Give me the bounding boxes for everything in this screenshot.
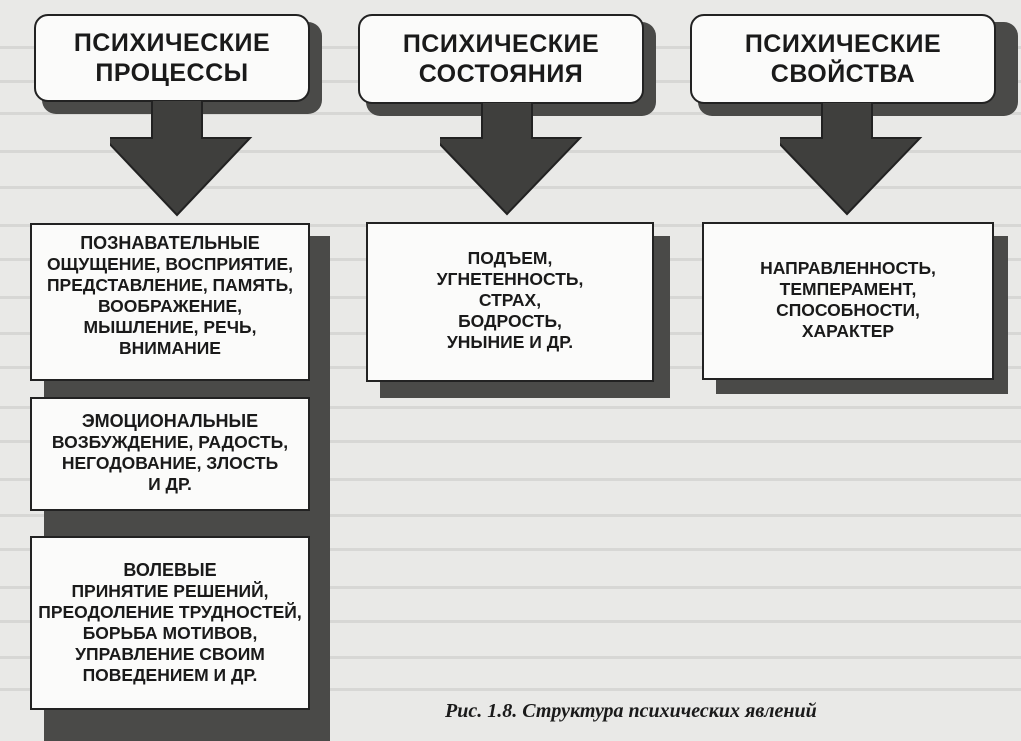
group-volitional: ВОЛЕВЫЕ ПРИНЯТИЕ РЕШЕНИЙ, ПРЕОДОЛЕНИЕ ТР… bbox=[30, 536, 310, 710]
properties-line: НАПРАВЛЕННОСТЬ, bbox=[760, 258, 936, 278]
properties-line: ХАРАКТЕР bbox=[801, 321, 895, 341]
header-states: ПСИХИЧЕСКИЕ СОСТОЯНИЯ bbox=[358, 14, 644, 104]
group-line: ОЩУЩЕНИЕ, ВОСПРИЯТИЕ, bbox=[46, 254, 294, 274]
states-line: УНЫНИЕ И ДР. bbox=[446, 332, 574, 352]
group-title: ВОЛЕВЫЕ bbox=[123, 560, 217, 580]
group-line: ПОВЕДЕНИЕМ И ДР. bbox=[82, 665, 258, 685]
group-line: БОРЬБА МОТИВОВ, bbox=[82, 623, 258, 643]
group-line: НЕГОДОВАНИЕ, ЗЛОСТЬ bbox=[61, 453, 279, 473]
down-arrow-icon bbox=[110, 100, 253, 217]
properties-box: НАПРАВЛЕННОСТЬ, ТЕМПЕРАМЕНТ, СПОСОБНОСТИ… bbox=[702, 222, 994, 380]
figure-caption: Рис. 1.8. Структура психических явлений bbox=[445, 700, 817, 723]
group-line: ПРЕДСТАВЛЕНИЕ, ПАМЯТЬ, bbox=[46, 275, 294, 295]
group-emotional: ЭМОЦИОНАЛЬНЫЕ ВОЗБУЖДЕНИЕ, РАДОСТЬ, НЕГО… bbox=[30, 397, 310, 511]
group-line: ПРИНЯТИЕ РЕШЕНИЙ, bbox=[71, 581, 269, 601]
header-processes: ПСИХИЧЕСКИЕ ПРОЦЕССЫ bbox=[34, 14, 310, 102]
group-cognitive: ПОЗНАВАТЕЛЬНЫЕ ОЩУЩЕНИЕ, ВОСПРИЯТИЕ, ПРЕ… bbox=[30, 223, 310, 381]
header-line: СВОЙСТВА bbox=[770, 60, 916, 88]
group-line: ВНИМАНИЕ bbox=[119, 338, 221, 358]
group-title: ЭМОЦИОНАЛЬНЫЕ bbox=[81, 411, 259, 431]
group-line: ПРЕОДОЛЕНИЕ ТРУДНОСТЕЙ, bbox=[38, 602, 302, 622]
header-line: ПСИХИЧЕСКИЕ bbox=[744, 30, 942, 58]
states-line: ПОДЪЕМ, bbox=[467, 248, 553, 268]
group-line: МЫШЛЕНИЕ, РЕЧЬ, bbox=[83, 317, 257, 337]
caption-text: Структура психических явлений bbox=[522, 700, 817, 722]
header-line: ПСИХИЧЕСКИЕ bbox=[402, 30, 600, 58]
group-line: УПРАВЛЕНИЕ СВОИМ bbox=[75, 644, 265, 664]
states-line: СТРАХ, bbox=[478, 290, 542, 310]
header-line: ПСИХИЧЕСКИЕ bbox=[73, 29, 271, 57]
header-line: СОСТОЯНИЯ bbox=[418, 60, 584, 88]
states-line: БОДРОСТЬ, bbox=[458, 311, 562, 331]
group-title: ПОЗНАВАТЕЛЬНЫЕ bbox=[80, 233, 260, 253]
group-line: ВООБРАЖЕНИЕ, bbox=[97, 296, 243, 316]
down-arrow-icon bbox=[780, 102, 923, 216]
properties-line: СПОСОБНОСТИ, bbox=[776, 300, 920, 320]
states-box: ПОДЪЕМ, УГНЕТЕННОСТЬ, СТРАХ, БОДРОСТЬ, У… bbox=[366, 222, 654, 382]
group-line: ВОЗБУЖДЕНИЕ, РАДОСТЬ, bbox=[51, 432, 289, 452]
header-properties: ПСИХИЧЕСКИЕ СВОЙСТВА bbox=[690, 14, 996, 104]
down-arrow-icon bbox=[440, 102, 583, 216]
caption-number: Рис. 1.8. bbox=[445, 700, 518, 722]
group-line: И ДР. bbox=[148, 474, 192, 494]
properties-line: ТЕМПЕРАМЕНТ, bbox=[779, 279, 917, 299]
states-line: УГНЕТЕННОСТЬ, bbox=[436, 269, 584, 289]
header-line: ПРОЦЕССЫ bbox=[95, 59, 249, 87]
